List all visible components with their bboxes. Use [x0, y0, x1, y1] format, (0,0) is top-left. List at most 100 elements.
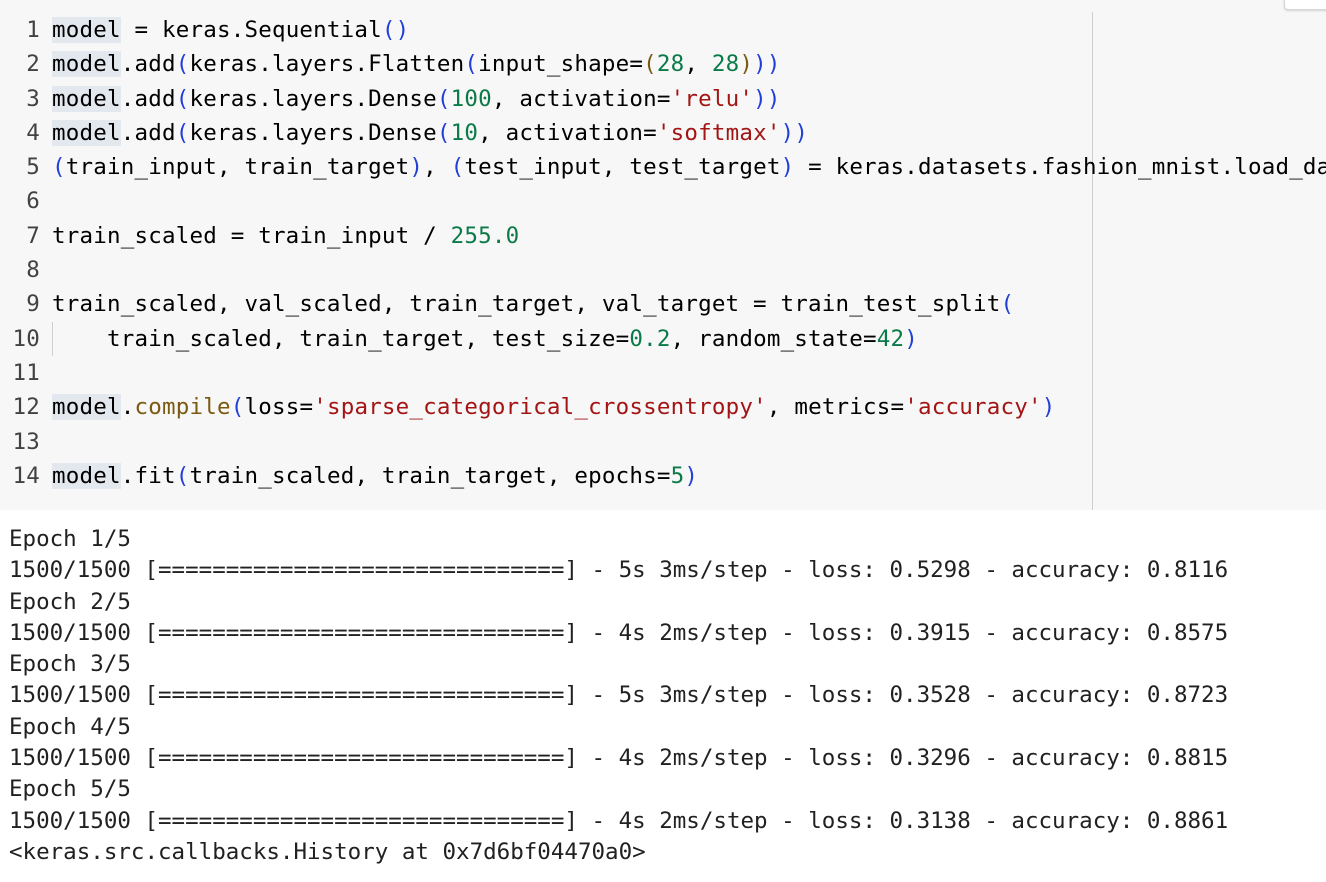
line-number: 1 [26, 17, 40, 43]
output-line: 1500/1500 [=============================… [9, 557, 1229, 584]
code-token: model [52, 51, 121, 78]
code-token: , [423, 154, 451, 181]
code-token: ( [175, 85, 190, 112]
code-token: model [52, 85, 121, 112]
code-token: ( [52, 154, 66, 181]
code-token: ) [904, 325, 919, 352]
line-number: 9 [26, 291, 40, 318]
code-token: = keras.Sequential [120, 17, 382, 43]
line-number: 12 [12, 394, 40, 421]
line-number: 5 [26, 154, 40, 181]
code-token: ( [175, 119, 190, 146]
code-token: 'relu' [670, 85, 754, 112]
code-token: ) [739, 51, 754, 78]
indent-guide [52, 321, 53, 356]
code-token: .fit [120, 462, 176, 489]
line-number: 14 [12, 462, 40, 489]
code-token: ( [230, 394, 245, 421]
line-number: 13 [12, 428, 40, 455]
code-text: train_scaled = train_input / 255.0 [52, 219, 519, 253]
code-token: model [52, 119, 121, 146]
code-token: model [52, 17, 121, 43]
code-token: ( [464, 51, 479, 78]
code-text: model.add(keras.layers.Dense(100, activa… [52, 82, 781, 116]
output-line: Epoch 5/5 [9, 776, 131, 803]
code-token: train_scaled, train_target, epochs= [189, 462, 671, 489]
code-token: 'sparse_categorical_crossentropy' [313, 394, 767, 421]
code-token: ) [753, 51, 767, 78]
output-line: Epoch 3/5 [9, 651, 131, 678]
code-text: model = keras.Sequential() [52, 13, 409, 47]
code-token: , metrics= [766, 394, 905, 421]
line-number: 10 [12, 325, 40, 352]
code-token: 10 [450, 119, 479, 146]
output-line: 1500/1500 [=============================… [9, 682, 1229, 709]
code-token: keras.layers.Dense [189, 85, 437, 112]
output-line: <keras.src.callbacks.History at 0x7d6bf0… [9, 838, 646, 865]
code-token: 'softmax' [656, 119, 781, 146]
line-number: 3 [26, 85, 40, 112]
code-text: model.compile(loss='sparse_categorical_c… [52, 390, 1056, 424]
line-number: 8 [26, 257, 40, 284]
code-token: ) [409, 154, 424, 181]
code-text: model.add(keras.layers.Dense(10, activat… [52, 116, 808, 150]
code-token: ) [780, 119, 795, 146]
code-token: train_scaled = train_input / [52, 222, 451, 249]
line-number: 6 [26, 188, 40, 215]
code-token: ( [1000, 291, 1015, 318]
code-token: .add [120, 119, 176, 146]
line-length-ruler [1092, 12, 1093, 510]
code-token: ) [395, 17, 410, 43]
line-number: 11 [12, 359, 40, 386]
code-token: 28 [656, 51, 685, 78]
code-token: ( [175, 51, 190, 78]
line-number: 2 [26, 51, 40, 78]
code-token: ) [1041, 394, 1056, 421]
code-token: , random_state= [670, 325, 877, 352]
output-line: 1500/1500 [=============================… [9, 807, 1229, 834]
code-token: keras.layers.Dense [189, 119, 437, 146]
code-token: 'accuracy' [904, 394, 1042, 421]
code-token: ) [766, 85, 781, 112]
code-token: ) [766, 51, 781, 78]
code-token: ( [381, 17, 396, 43]
code-text: (train_input, train_target), (test_input… [52, 150, 1326, 184]
code-token: ) [780, 154, 795, 181]
code-token: 0.2 [629, 325, 671, 352]
code-token: ) [753, 85, 767, 112]
code-token: compile [134, 394, 231, 421]
code-token: ( [436, 119, 451, 146]
code-token: , activation= [478, 119, 657, 146]
code-token: , [684, 51, 712, 78]
output-line: Epoch 1/5 [9, 526, 131, 552]
code-token: train_scaled, val_scaled, train_target, … [52, 291, 1001, 318]
code-token: ) [684, 462, 699, 489]
code-text: train_scaled, val_scaled, train_target, … [52, 287, 1014, 321]
code-token: test_input, test_target [464, 154, 781, 181]
code-token: ( [643, 51, 657, 78]
output-line: 1500/1500 [=============================… [9, 745, 1229, 772]
code-token: train_input, train_target [65, 154, 410, 181]
code-token: . [120, 394, 135, 421]
code-token: model [52, 462, 121, 489]
code-token: .add [120, 85, 176, 112]
output-line: 1500/1500 [=============================… [9, 619, 1229, 646]
code-token: 42 [876, 325, 905, 352]
code-token: 255.0 [450, 222, 520, 249]
code-token: = keras.datasets.fashion_mnist.load_data [794, 154, 1326, 181]
cell-output: Epoch 1/5 1500/1500 [====================… [9, 524, 1228, 868]
code-token: ( [450, 154, 465, 181]
code-token: ) [794, 119, 809, 146]
code-text: model.fit(train_scaled, train_target, ep… [52, 459, 698, 493]
output-line: Epoch 2/5 [9, 588, 131, 615]
code-text: train_scaled, train_target, test_size=0.… [52, 322, 918, 356]
code-token: .add [120, 51, 176, 78]
code-token: keras.layers.Flatten [189, 51, 465, 78]
code-token: 5 [670, 462, 685, 489]
code-token: input_shape= [478, 51, 644, 78]
line-number: 7 [26, 222, 40, 249]
cell-toolbar[interactable] [1284, 0, 1326, 10]
code-text: model.add(keras.layers.Flatten(input_sha… [52, 47, 781, 81]
output-line: Epoch 4/5 [9, 713, 131, 740]
